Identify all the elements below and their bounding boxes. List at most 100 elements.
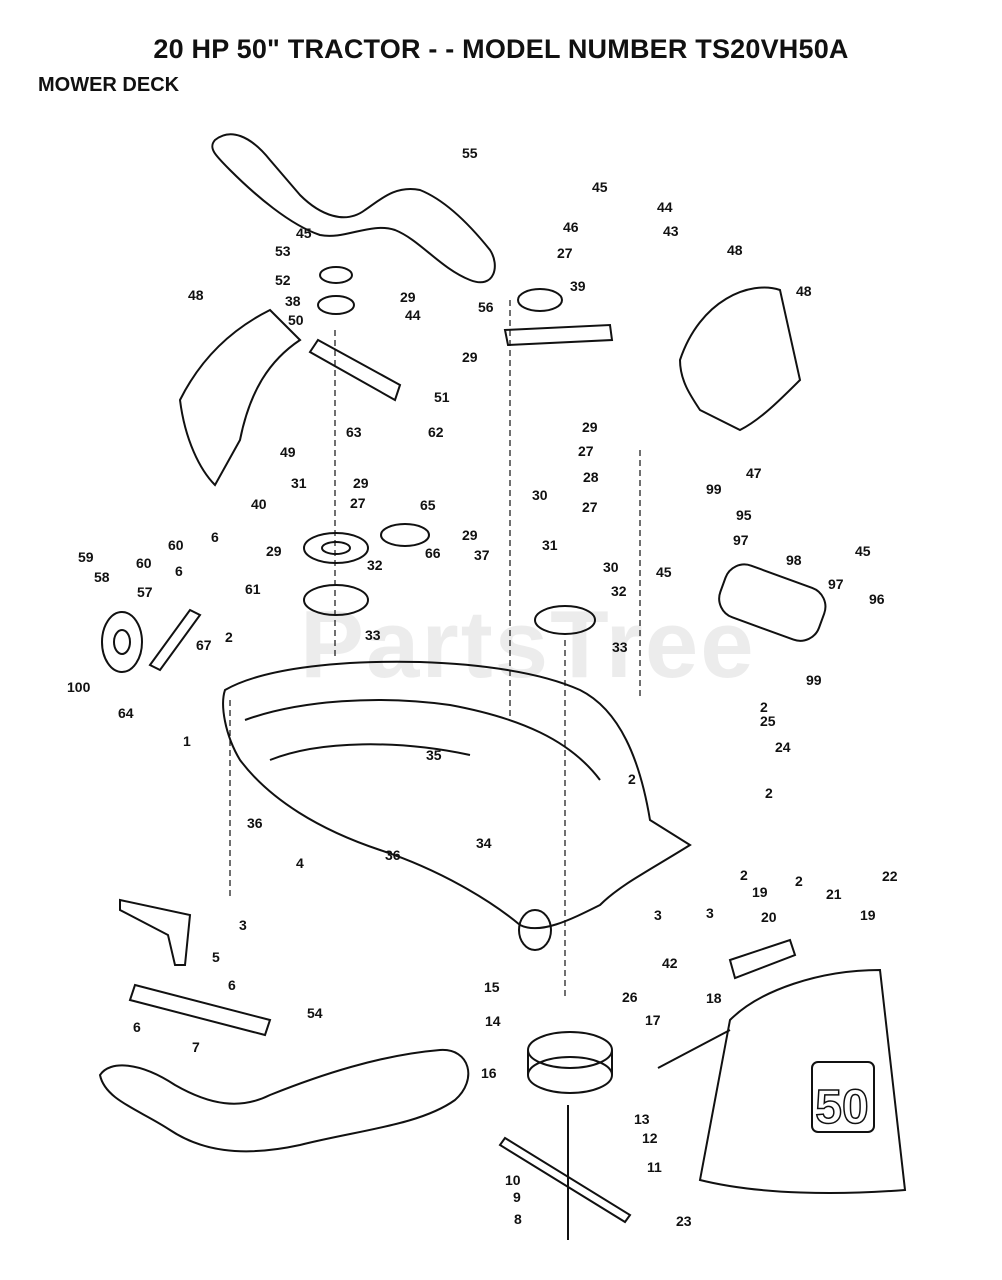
- callout-21: 21: [826, 886, 842, 902]
- watermark: PartsTree: [300, 591, 756, 698]
- callout-28: 28: [583, 469, 599, 485]
- callout-32a: 32: [367, 557, 383, 573]
- callout-44b: 44: [657, 199, 673, 215]
- callout-35: 35: [426, 747, 442, 763]
- lower-belt-drawing: [98, 1048, 470, 1153]
- left-shield-drawing: [178, 308, 302, 487]
- right-shield-drawing: [678, 286, 802, 432]
- callout-32b: 32: [611, 583, 627, 599]
- callout-95: 95: [736, 507, 752, 523]
- callout-58: 58: [94, 569, 110, 585]
- callout-99a: 99: [706, 481, 722, 497]
- callout-6b: 6: [175, 563, 183, 579]
- callout-97b: 97: [828, 576, 844, 592]
- callout-54: 54: [307, 1005, 323, 1021]
- callout-98: 98: [786, 552, 802, 568]
- roller-drawing: [718, 563, 827, 642]
- callout-13: 13: [634, 1111, 650, 1127]
- callout-6a: 6: [211, 529, 219, 545]
- pulley-65: [380, 523, 430, 547]
- callout-53: 53: [275, 243, 291, 259]
- callout-22: 22: [882, 868, 898, 884]
- callout-27c: 27: [582, 499, 598, 515]
- pulley-52: [317, 295, 355, 315]
- callout-5: 5: [212, 949, 220, 965]
- callout-25: 25: [760, 713, 776, 729]
- callout-2d: 2: [765, 785, 773, 801]
- callout-11: 11: [647, 1159, 662, 1175]
- gauge-wheel-drawing: [101, 611, 143, 673]
- callout-59: 59: [78, 549, 94, 565]
- pulley-53: [319, 266, 353, 284]
- callout-18: 18: [706, 990, 722, 1006]
- callout-30b: 30: [603, 559, 619, 575]
- callout-36b: 36: [385, 847, 401, 863]
- callout-96: 96: [869, 591, 885, 607]
- callout-3a: 3: [239, 917, 247, 933]
- callout-29c: 29: [582, 419, 598, 435]
- callout-60a: 60: [168, 537, 184, 553]
- callout-7: 7: [192, 1039, 200, 1055]
- page-title: 20 HP 50" TRACTOR - - MODEL NUMBER TS20V…: [153, 34, 849, 64]
- callout-29d: 29: [353, 475, 369, 491]
- callout-51: 51: [434, 389, 450, 405]
- callout-45a: 45: [296, 225, 312, 241]
- pulley-32-left: [303, 584, 369, 616]
- callout-97a: 97: [733, 532, 749, 548]
- callout-29e: 29: [266, 543, 282, 559]
- callout-61: 61: [245, 581, 261, 597]
- callout-34: 34: [476, 835, 492, 851]
- callout-50: 50: [288, 312, 304, 328]
- callout-29b: 29: [462, 349, 478, 365]
- callout-2f: 2: [795, 873, 803, 889]
- callout-20: 20: [761, 909, 777, 925]
- callout-60b: 60: [136, 555, 152, 571]
- callout-65: 65: [420, 497, 436, 513]
- callout-16: 16: [481, 1065, 497, 1081]
- callout-48b: 48: [727, 242, 743, 258]
- callout-45b: 45: [592, 179, 608, 195]
- callout-3b: 3: [654, 907, 662, 923]
- callout-14: 14: [485, 1013, 501, 1029]
- callout-4: 4: [296, 855, 304, 871]
- callout-44a: 44: [405, 307, 421, 323]
- callout-40: 40: [251, 496, 267, 512]
- callout-6c: 6: [228, 977, 236, 993]
- callout-38: 38: [285, 293, 301, 309]
- callout-23: 23: [676, 1213, 692, 1229]
- callout-67: 67: [196, 637, 212, 653]
- callout-100: 100: [67, 679, 91, 695]
- callout-2b: 2: [760, 699, 768, 715]
- section-title: MOWER DECK: [38, 74, 180, 96]
- pulley-32-right: [534, 605, 596, 635]
- callout-55: 55: [462, 145, 478, 161]
- callout-66: 66: [425, 545, 441, 561]
- callout-64: 64: [118, 705, 134, 721]
- callout-49: 49: [280, 444, 296, 460]
- pulley-39: [517, 288, 563, 312]
- callout-8: 8: [514, 1211, 522, 1227]
- callout-17: 17: [645, 1012, 661, 1028]
- callout-63: 63: [346, 424, 362, 440]
- callout-36a: 36: [247, 815, 263, 831]
- callout-31a: 31: [291, 475, 307, 491]
- callout-33b: 33: [612, 639, 628, 655]
- callout-27a: 27: [557, 245, 573, 261]
- blade-drawing: [498, 1136, 632, 1224]
- pulley-40: [303, 532, 369, 564]
- callout-39: 39: [570, 278, 586, 294]
- callout-52: 52: [275, 272, 291, 288]
- callout-24: 24: [775, 739, 791, 755]
- callout-29a: 29: [400, 289, 416, 305]
- callout-3c: 3: [706, 905, 714, 921]
- callout-2a: 2: [225, 629, 233, 645]
- callout-45d: 45: [855, 543, 871, 559]
- callout-2e: 2: [740, 867, 748, 883]
- callout-15: 15: [484, 979, 500, 995]
- callout-33a: 33: [365, 627, 381, 643]
- callout-27b: 27: [578, 443, 594, 459]
- discharge-chute-drawing: [698, 968, 907, 1194]
- callout-42: 42: [662, 955, 678, 971]
- callout-62: 62: [428, 424, 444, 440]
